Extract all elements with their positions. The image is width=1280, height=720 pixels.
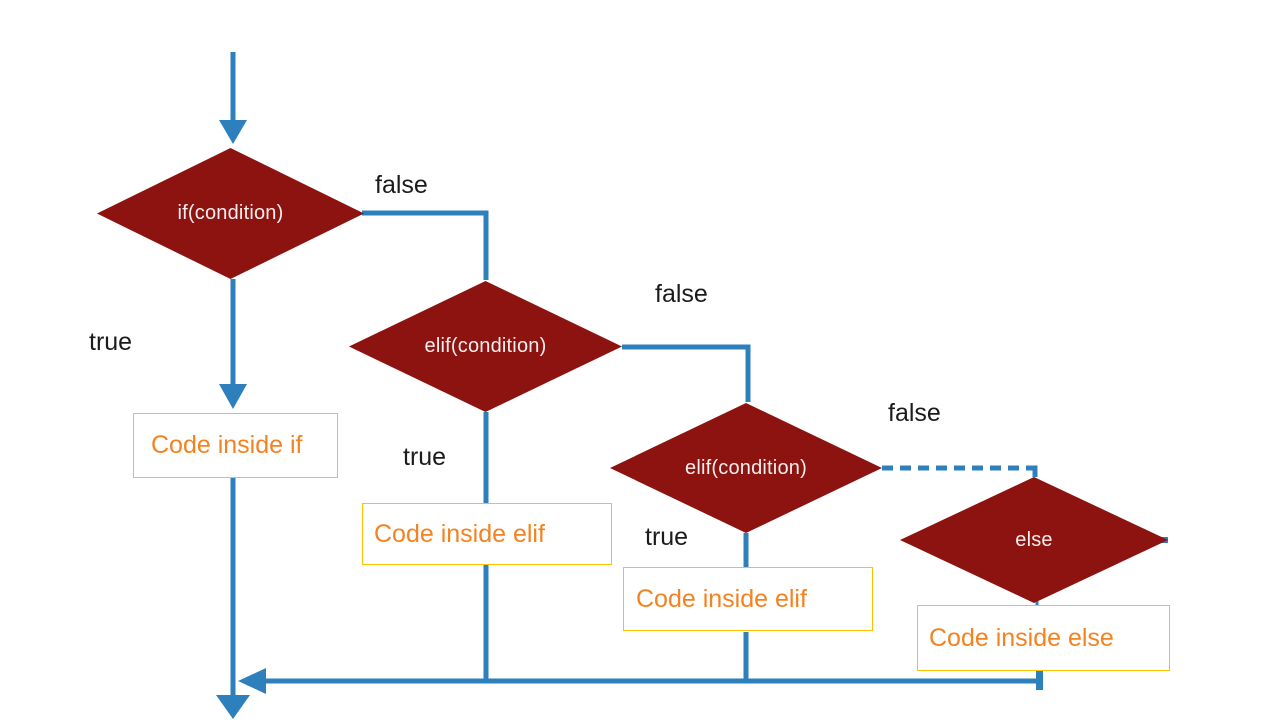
code-box-elif-2-label: Code inside elif: [636, 584, 807, 613]
decision-else-label: else: [1015, 528, 1053, 551]
edge-label-elif1-true: true: [403, 443, 447, 471]
edge-label-elif2-true: true: [645, 523, 689, 551]
exit-arrowhead-icon: [216, 695, 250, 719]
if-true-arrowhead-icon: [219, 384, 247, 409]
entry-arrowhead-icon: [219, 120, 247, 144]
code-box-else-label: Code inside else: [929, 623, 1114, 652]
code-box-else: Code inside else: [917, 605, 1170, 671]
edge-label-elif2-false: false: [888, 399, 941, 427]
code-box-elif-1-label: Code inside elif: [374, 519, 545, 548]
decision-if-label: if(condition): [177, 202, 284, 224]
code-box-elif-1: Code inside elif: [362, 503, 612, 565]
edge-label-elif1-false: false: [655, 280, 708, 308]
code-box-if: Code inside if: [133, 413, 338, 478]
decision-elif-1-label: elif(condition): [424, 335, 547, 357]
elif1-false-connector: [622, 344, 751, 402]
if-false-connector: [362, 210, 489, 280]
edge-label-if-true: true: [89, 328, 133, 356]
merge-arrowhead-icon: [238, 668, 266, 694]
edge-label-if-false: false: [375, 171, 428, 199]
decision-elif-2-label: elif(condition): [685, 456, 807, 479]
code-box-elif-2: Code inside elif: [623, 567, 873, 631]
code-box-if-label: Code inside if: [151, 431, 303, 459]
elif2-false-corner-connector: [1026, 465, 1038, 477]
